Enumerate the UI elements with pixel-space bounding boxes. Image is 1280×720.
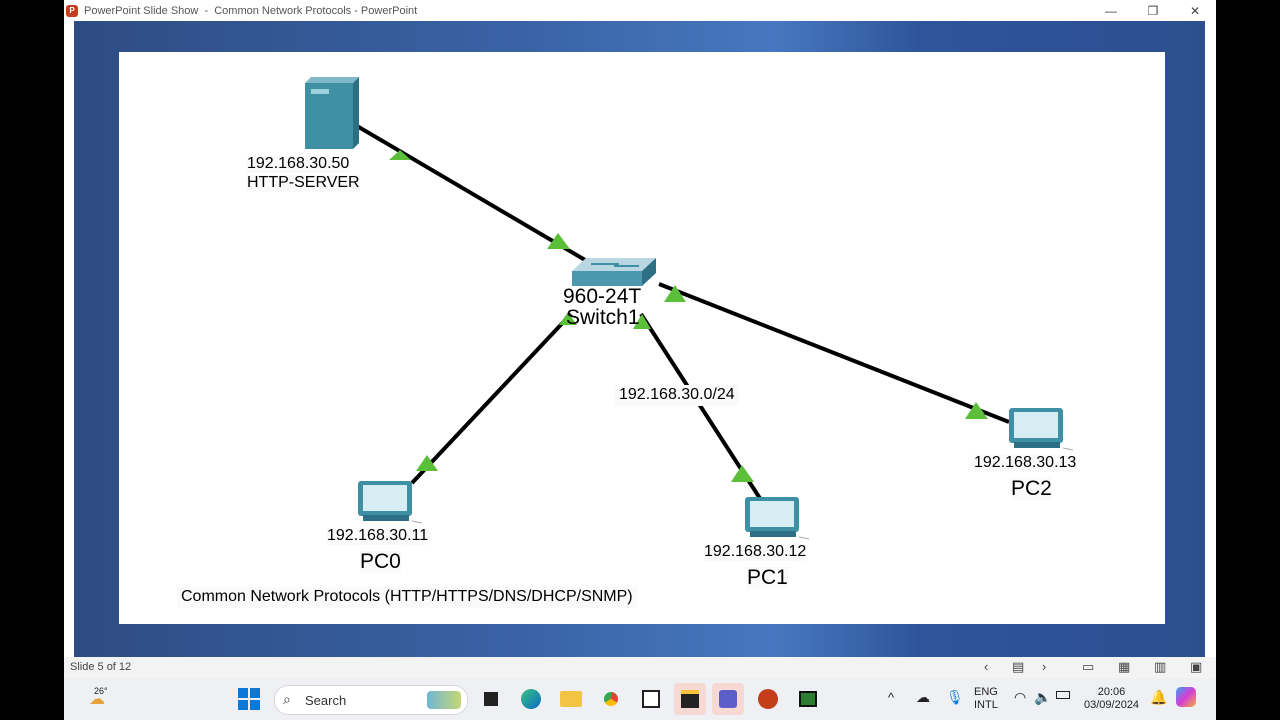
weather-icon: ☁ <box>89 691 105 708</box>
pc2-name-label: PC2 <box>1011 477 1052 501</box>
weather-widget[interactable]: ☁ 26° <box>82 684 112 714</box>
slide-caption: Common Network Protocols (HTTP/HTTPS/DNS… <box>177 587 637 608</box>
switch-icon <box>572 258 656 286</box>
port-indicator <box>664 285 686 302</box>
pc-icon <box>745 497 810 540</box>
taskbar: ☁ 26° ⌕ Search ^ ☁ 🎙 ENG INTL ◠ 🔈 <box>64 678 1216 720</box>
server-icon <box>305 77 359 149</box>
port-indicator <box>559 312 577 325</box>
restore-button[interactable]: ❐ <box>1132 0 1174 21</box>
server-ip-label: 192.168.30.50 <box>247 155 350 173</box>
chevron-up-icon[interactable]: ^ <box>888 690 895 705</box>
reading-view-icon[interactable]: ▥ <box>1154 659 1167 674</box>
switch-model-label: 960-24T <box>563 285 642 308</box>
pc1-name-label: PC1 <box>747 566 788 590</box>
powerpoint-icon[interactable] <box>752 683 784 715</box>
packet-tracer-icon[interactable] <box>792 683 824 715</box>
slide-counter: Slide 5 of 12 <box>70 661 132 673</box>
notification-icon[interactable]: 🔔 <box>1150 689 1168 705</box>
search-icon: ⌕ <box>283 691 291 707</box>
port-indicator <box>633 314 651 329</box>
slideshow-icon[interactable]: ▣ <box>1190 659 1203 674</box>
network-diagram <box>305 77 1074 540</box>
clock-date: 03/09/2024 <box>1084 699 1140 711</box>
title-bar: P PowerPoint Slide Show - Common Network… <box>64 0 1216 21</box>
search-input[interactable]: ⌕ Search <box>274 685 468 715</box>
battery-icon[interactable] <box>1056 691 1070 699</box>
minimize-icon: — <box>1105 3 1117 18</box>
link-switch-pc2 <box>658 282 1010 424</box>
weather-temp: 26° <box>94 686 108 696</box>
server-name-label: HTTP-SERVER <box>247 174 360 192</box>
restore-icon: ❐ <box>1147 3 1159 18</box>
chrome-icon[interactable] <box>598 686 624 712</box>
clock-time: 20:06 <box>1097 686 1126 698</box>
normal-view-icon[interactable]: ▭ <box>1082 659 1095 674</box>
pc-icon <box>1009 408 1074 451</box>
clock[interactable]: 20:06 03/09/2024 <box>1084 686 1139 712</box>
slide-sorter-icon[interactable]: ▦ <box>1118 659 1131 674</box>
pc2-ip-label: 192.168.30.13 <box>974 454 1077 472</box>
pc0-ip-label: 192.168.30.11 <box>327 527 429 545</box>
powerpoint-window: P PowerPoint Slide Show - Common Network… <box>64 0 1216 720</box>
file-explorer-icon[interactable] <box>558 686 584 712</box>
port-indicator <box>731 465 754 482</box>
task-view-icon[interactable] <box>478 686 504 712</box>
edge-icon[interactable] <box>518 686 544 712</box>
start-icon[interactable] <box>236 686 262 712</box>
teams-icon[interactable] <box>712 683 744 715</box>
close-icon: ✕ <box>1189 3 1201 18</box>
pc0-name-label: PC0 <box>360 550 401 574</box>
app-icon[interactable] <box>638 686 664 712</box>
search-placeholder: Search <box>305 693 347 708</box>
port-indicator <box>547 233 570 249</box>
slides-menu-icon[interactable]: ▤ <box>1012 659 1025 674</box>
chevron-right-icon[interactable]: › <box>1042 659 1047 674</box>
language-indicator[interactable]: ENG INTL <box>974 686 998 712</box>
status-bar: Slide 5 of 12 ‹ ▤ › ▭ ▦ ▥ ▣ <box>64 657 1216 678</box>
slide[interactable]: 192.168.30.50 HTTP-SERVER 960-24T Switch… <box>119 52 1165 624</box>
pc1-ip-label: 192.168.30.12 <box>704 543 807 561</box>
sticky-notes-icon[interactable] <box>674 683 706 715</box>
wifi-icon[interactable]: ◠ <box>1014 689 1027 705</box>
switch-name-label: Switch1 <box>566 306 640 329</box>
minimize-button[interactable]: — <box>1090 0 1132 21</box>
microphone-icon[interactable]: 🎙 <box>946 689 964 705</box>
search-highlight-icon <box>427 691 461 709</box>
cloud-offline-icon[interactable]: ☁ <box>916 689 930 705</box>
close-button[interactable]: ✕ <box>1174 0 1216 21</box>
volume-icon[interactable]: 🔈 <box>1034 689 1052 705</box>
link-switch-pc0 <box>410 312 573 485</box>
chevron-left-icon[interactable]: ‹ <box>984 659 989 674</box>
language-top: ENG <box>974 686 998 698</box>
window-title: PowerPoint Slide Show - Common Network P… <box>84 4 418 17</box>
port-indicator <box>389 150 411 160</box>
slideshow-area[interactable]: 192.168.30.50 HTTP-SERVER 960-24T Switch… <box>74 21 1205 657</box>
network-label: 192.168.30.0/24 <box>615 385 739 406</box>
language-bottom: INTL <box>974 699 998 711</box>
powerpoint-icon: P <box>66 4 78 17</box>
port-indicator <box>965 402 988 419</box>
pc-icon <box>358 481 423 524</box>
port-indicator <box>416 455 438 471</box>
copilot-icon[interactable] <box>1176 687 1196 707</box>
